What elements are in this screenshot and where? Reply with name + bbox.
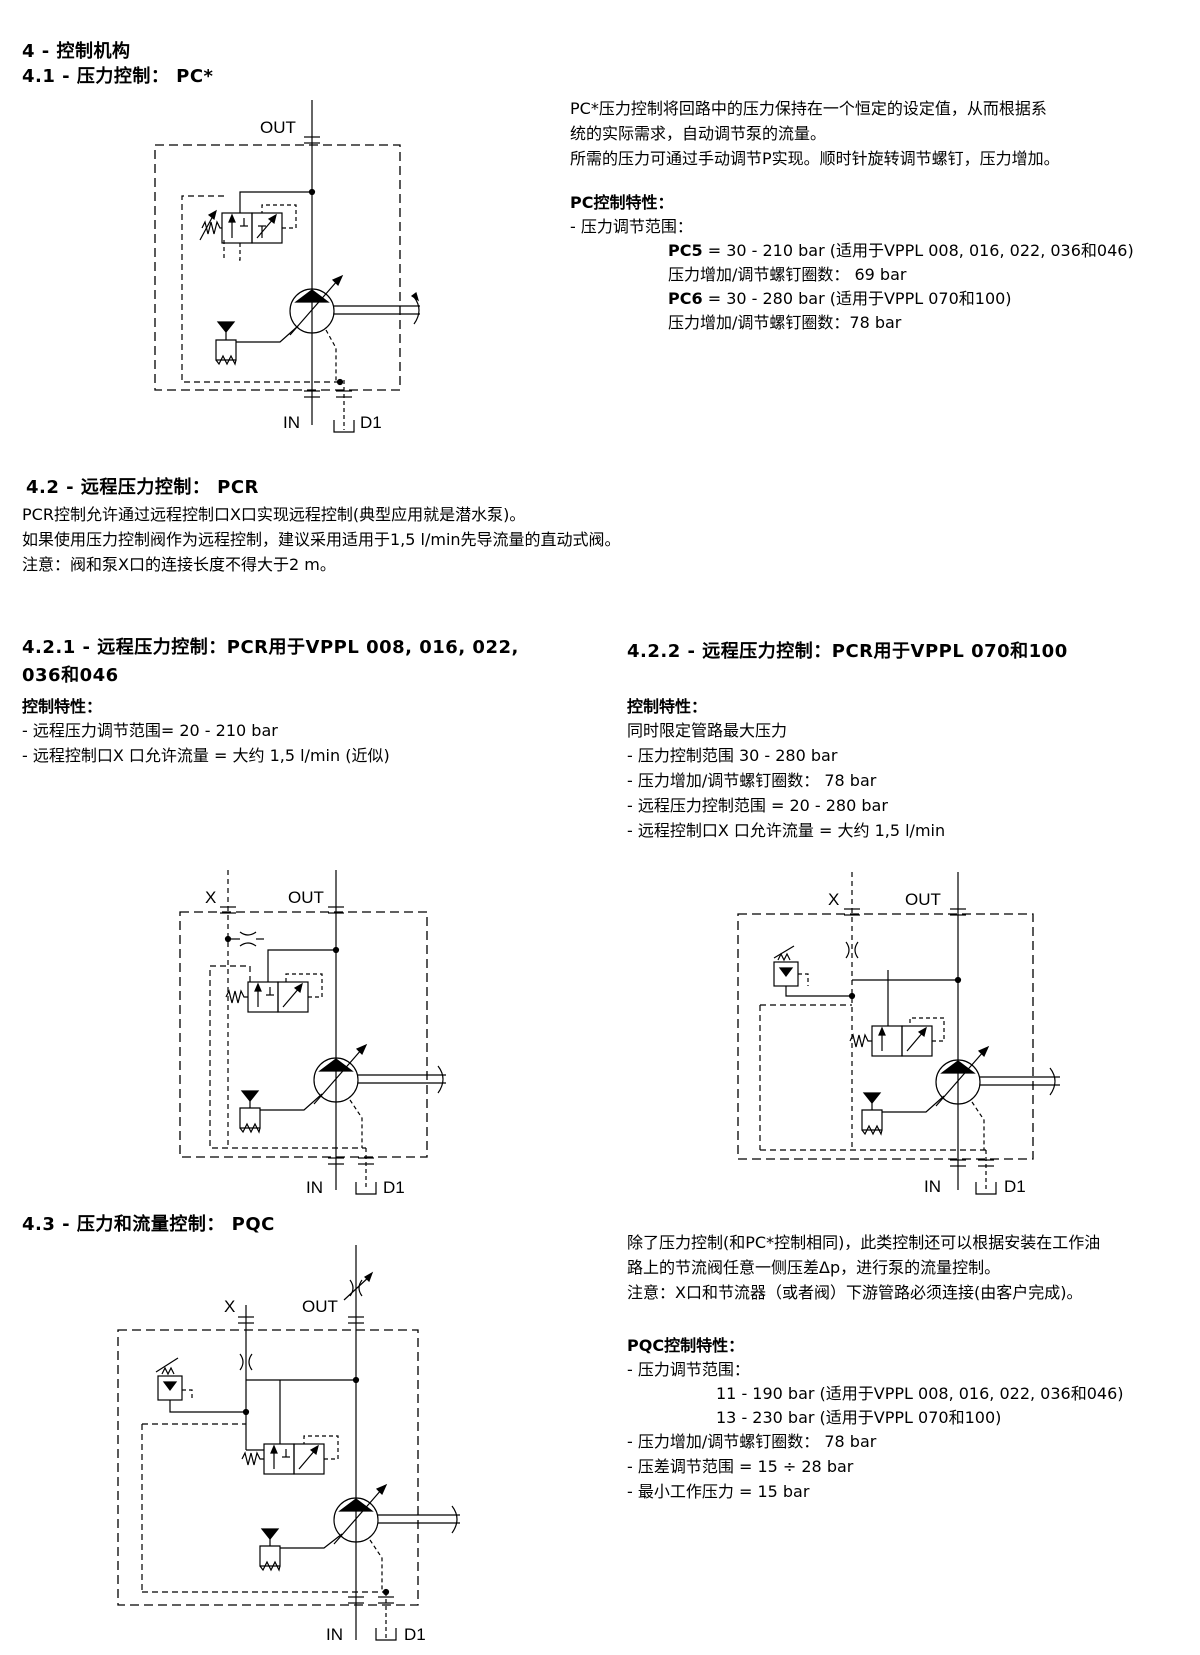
pcr1-title: 4.2.1 - 远程压力控制：PCR用于VPPL 008, 016, 022, … bbox=[22, 637, 519, 686]
pc-description: PC*压力控制将回路中的压力保持在一个恒定的设定值，从而根据系 统的实际需求，自… bbox=[570, 99, 1060, 168]
pqc-title: 4.3 - 压力和流量控制： PQC bbox=[22, 1214, 275, 1235]
pqc-range-2: 13 - 230 bar (适用于VPPL 070和100) bbox=[716, 1408, 1002, 1427]
pcr2-port-out: OUT bbox=[905, 890, 941, 909]
pqc-port-d1: D1 bbox=[404, 1625, 426, 1644]
pqc-description: 除了压力控制(和PC*控制相同)，此类控制还可以根据安装在工作油 路上的节流阀任… bbox=[627, 1233, 1101, 1302]
pc-spec-range: - 压力调节范围： bbox=[570, 217, 693, 236]
pcr2-spec-title: 控制特性： bbox=[627, 697, 708, 716]
pcr-description: PCR控制允许通过远程控制口X口实现远程控制(典型应用就是潜水泵)。 如果使用压… bbox=[22, 505, 621, 574]
pc6-turn: 压力增加/调节螺钉圈数：78 bar bbox=[668, 313, 902, 332]
pc-port-out: OUT bbox=[260, 118, 296, 137]
pc5-line: PC5 = 30 - 210 bar (适用于VPPL 008, 016, 02… bbox=[668, 241, 1134, 260]
pcr-title: 4.2 - 远程压力控制： PCR bbox=[26, 477, 259, 498]
pc-spec-title: PC控制特性： bbox=[570, 193, 674, 212]
pcr2-port-d1: D1 bbox=[1004, 1177, 1026, 1196]
pqc-range-1: 11 - 190 bar (适用于VPPL 008, 016, 022, 036… bbox=[716, 1384, 1124, 1403]
pcr1-spec-lines: - 远程压力调节范围= 20 - 210 bar - 远程控制口X 口允许流量 … bbox=[22, 721, 390, 765]
pqc-port-in: IN bbox=[326, 1625, 343, 1644]
pcr1-port-out: OUT bbox=[288, 888, 324, 907]
pcr1-spec-title: 控制特性： bbox=[22, 697, 103, 716]
section-title: 4 - 控制机构 bbox=[22, 41, 131, 62]
pc5-turn: 压力增加/调节螺钉圈数： 69 bar bbox=[668, 265, 907, 284]
pcr2-port-in: IN bbox=[924, 1177, 941, 1196]
pcr2-spec-lines: 同时限定管路最大压力 - 压力控制范围 30 - 280 bar - 压力增加/… bbox=[627, 721, 946, 840]
pc-port-d1: D1 bbox=[360, 413, 382, 432]
pqc-port-out: OUT bbox=[302, 1297, 338, 1316]
pc-title: 4.1 - 压力控制： PC* bbox=[22, 66, 214, 87]
pqc-spec-lines: - 压力增加/调节螺钉圈数： 78 bar - 压差调节范围 = 15 ÷ 28… bbox=[627, 1432, 877, 1501]
pqc-spec-title: PQC控制特性： bbox=[627, 1336, 745, 1355]
pc6-line: PC6 = 30 - 280 bar (适用于VPPL 070和100) bbox=[668, 289, 1012, 308]
pqc-port-x: X bbox=[224, 1297, 235, 1316]
pcr2-title: 4.2.2 - 远程压力控制：PCR用于VPPL 070和100 bbox=[627, 641, 1068, 662]
pcr1-port-in: IN bbox=[306, 1178, 323, 1197]
pqc-range-label: - 压力调节范围： bbox=[627, 1360, 750, 1379]
pc-port-in: IN bbox=[283, 413, 300, 432]
pcr1-port-x: X bbox=[205, 888, 216, 907]
pcr1-port-d1: D1 bbox=[383, 1178, 405, 1197]
pcr2-port-x: X bbox=[828, 890, 839, 909]
